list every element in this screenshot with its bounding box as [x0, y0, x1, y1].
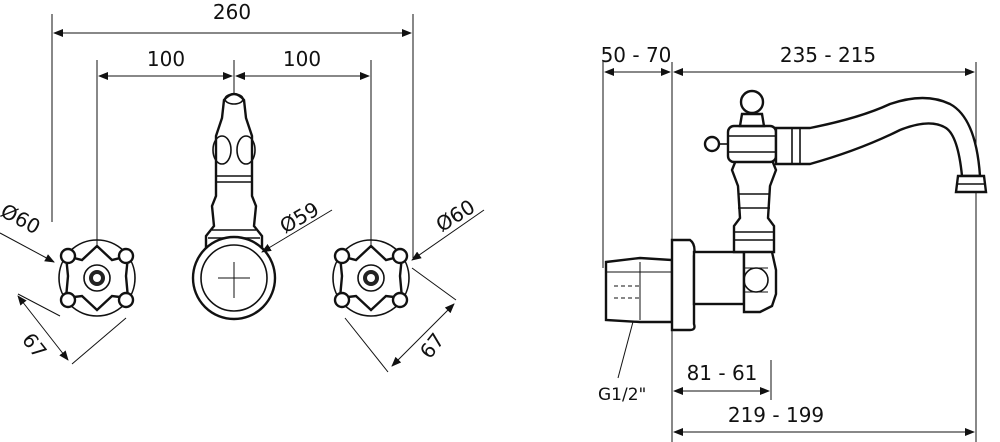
right-handle-knob-tl	[333, 247, 351, 265]
spout-riser	[703, 89, 778, 254]
left-handle-knob-tr	[117, 247, 135, 265]
spout-front	[191, 92, 277, 321]
top-finial	[739, 89, 765, 115]
dim-label-right-spacing: 100	[283, 47, 321, 71]
left-rosette	[58, 239, 136, 317]
dim-label-right-rosette: 67	[415, 328, 450, 363]
dim-label-body-projection: 81 - 61	[687, 361, 758, 385]
leader-left-diameter	[0, 232, 55, 263]
dim-label-spout-diameter: Ø59	[275, 197, 323, 238]
dim-label-left-rosette: 67	[17, 328, 52, 363]
right-cross-handle	[332, 239, 410, 317]
left-index-cap	[83, 264, 111, 292]
dim-label-total-projection: 219 - 199	[728, 403, 824, 427]
left-handle-knob-bl	[59, 291, 77, 309]
dim-line-right-67	[391, 303, 455, 367]
riser-body	[730, 158, 778, 254]
leader-spout-diameter	[261, 209, 333, 253]
body-block	[692, 250, 746, 306]
dim-label-left-diameter: Ø60	[0, 199, 44, 240]
left-handle-knob-br	[117, 291, 135, 309]
faucet-body	[692, 244, 778, 314]
body-side-boss	[742, 244, 778, 314]
wall-flange	[670, 238, 696, 332]
spout-arm	[774, 96, 988, 194]
dim-line-left-67	[17, 295, 69, 361]
leader-thread	[617, 317, 635, 379]
right-handle-knob-bl	[333, 291, 351, 309]
dim-label-left-spacing: 100	[147, 47, 185, 71]
spout-arm-body	[774, 96, 982, 178]
left-cross-handle	[58, 239, 136, 317]
right-index-cap	[357, 264, 385, 292]
spout-front-body	[204, 92, 264, 258]
dim-label-overall-width: 260	[213, 0, 251, 24]
swivel-collar	[726, 124, 778, 164]
right-handle-knob-br	[391, 291, 409, 309]
side-knob	[703, 135, 721, 153]
wall-connector	[604, 238, 696, 332]
thread-label: G1/2"	[598, 385, 646, 405]
dim-label-wall-offset: 50 - 70	[601, 43, 672, 67]
front-view: 260 100 100 Ø60 67	[0, 0, 485, 373]
right-handle-knob-tr	[391, 247, 409, 265]
connector-body	[604, 256, 674, 324]
leader-right-diameter	[411, 209, 485, 261]
left-handle-knob-tl	[59, 247, 77, 265]
right-rosette	[332, 239, 410, 317]
side-view: 50 - 70 235 - 215 81 - 61 219 - 199 G1/2…	[598, 43, 988, 442]
dim-label-spout-reach: 235 - 215	[780, 43, 876, 67]
